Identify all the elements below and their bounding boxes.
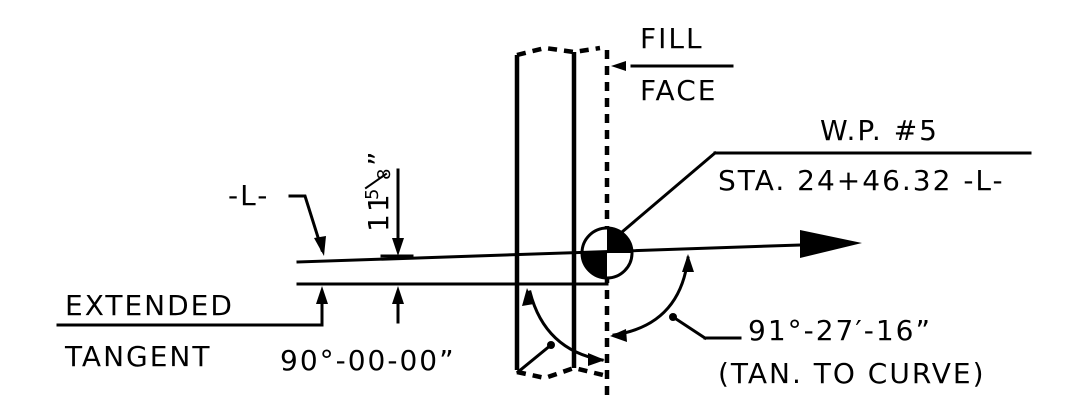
left-angle-arrowhead-bottom	[588, 353, 605, 366]
wall-element	[514, 45, 610, 400]
l-leader	[288, 194, 324, 252]
right-angle-dimension: 91°-27′-16” (TAN. TO CURVE)	[610, 254, 986, 390]
offset-arrowhead-top	[392, 238, 404, 256]
bottom-break-line	[516, 365, 608, 381]
l-leader-arrowhead	[314, 236, 326, 256]
offset-fraction-bar	[364, 172, 388, 190]
work-point-quadrant-sw	[582, 253, 607, 278]
extended-tangent-label: EXTENDED TANGENT	[56, 286, 328, 373]
l-label: -L-	[228, 179, 269, 212]
right-angle-text: 91°-27′-16”	[748, 314, 932, 347]
l-line-arrowhead	[800, 230, 862, 258]
extended-arrowhead	[316, 286, 328, 304]
face-text: FACE	[640, 74, 717, 107]
offset-arrowhead-bottom	[392, 286, 404, 304]
right-angle-leader	[670, 314, 708, 341]
fill-face-label: FILL FACE	[611, 22, 734, 107]
left-angle-arrowhead-top	[522, 288, 534, 306]
extended-text: EXTENDED	[65, 289, 234, 322]
left-angle-arc	[528, 290, 604, 362]
left-angle-dimension: 90°-00-00”	[280, 288, 605, 377]
tangent-text: TANGENT	[64, 340, 211, 373]
right-angle-arrowhead-left	[610, 329, 627, 342]
offset-numerator: 5	[362, 187, 383, 200]
top-break-line	[516, 45, 601, 58]
left-angle-text: 90°-00-00”	[280, 344, 456, 377]
fill-text: FILL	[640, 22, 704, 55]
offset-dimension: 11 5 8 ”	[362, 149, 414, 324]
right-angle-arc	[612, 256, 690, 337]
wp-label: W.P. #5	[820, 114, 939, 147]
offset-whole: 11	[362, 192, 395, 232]
offset-value: 11 5 8 ”	[362, 149, 395, 232]
work-point-quadrant-ne	[607, 228, 632, 253]
right-angle-arrowhead-top	[682, 254, 694, 272]
fill-arrowhead	[611, 61, 626, 71]
alignment-lines	[296, 230, 862, 286]
l-label-group: -L-	[228, 179, 326, 256]
left-angle-leader	[515, 342, 554, 375]
tan-to-curve-text: (TAN. TO CURVE)	[718, 357, 986, 390]
l-line	[296, 242, 832, 264]
work-point-leader	[619, 150, 718, 235]
station-label: STA. 24+46.32 -L-	[718, 164, 1005, 197]
offset-unit: ”	[362, 149, 395, 166]
offset-denominator: 8	[374, 167, 395, 180]
